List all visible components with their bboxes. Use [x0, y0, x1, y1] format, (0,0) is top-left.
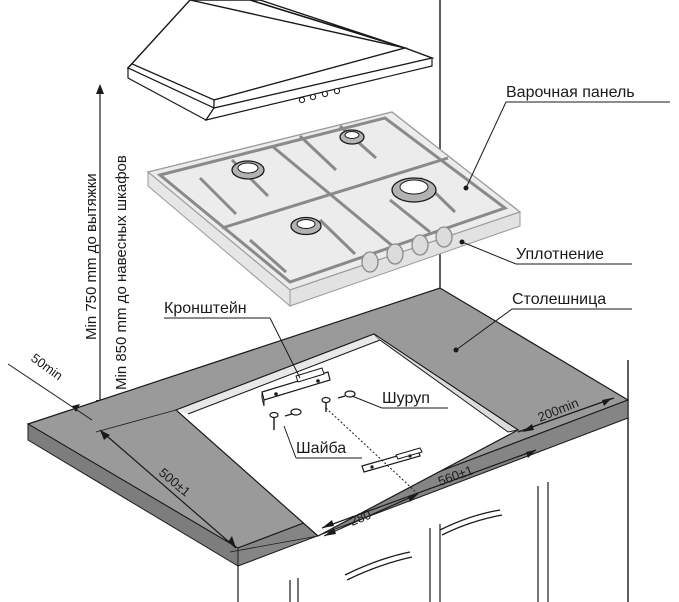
label-seal: Уплотнение — [516, 246, 604, 263]
callout-washer: Шайба — [283, 425, 362, 459]
mounting-bracket-front — [361, 447, 423, 473]
knob-1 — [361, 251, 379, 273]
knob-2 — [386, 243, 404, 265]
hood-clearance-text: Min 750 mm до вытяжки — [83, 173, 100, 340]
worktop — [26, 287, 630, 567]
callout-screw: Шуруп — [351, 390, 448, 409]
lower-cabinet — [237, 482, 549, 602]
washer-1 — [269, 411, 279, 419]
front-gap-text: 50min — [28, 350, 65, 383]
cabinet-handle-left — [344, 551, 411, 576]
callout-hob: Варочная панель — [463, 84, 670, 191]
knob-3 — [411, 234, 429, 256]
label-worktop: Столешница — [512, 291, 606, 308]
cabinet-handle-right — [439, 509, 501, 531]
callout-seal: Уплотнение — [459, 239, 632, 265]
control-knobs — [361, 226, 453, 273]
screw-1 — [290, 408, 302, 416]
mounting-bracket-rear — [261, 367, 331, 407]
label-washer: Шайба — [296, 440, 346, 457]
hood-control-buttons — [298, 87, 341, 104]
label-screw: Шуруп — [382, 390, 430, 407]
hob-top-plate — [146, 111, 522, 291]
callout-worktop: Столешница — [453, 291, 632, 353]
label-bracket: Кронштейн — [164, 300, 247, 317]
hob — [146, 111, 522, 308]
callout-bracket: Кронштейн — [164, 300, 301, 379]
screw-2 — [344, 390, 356, 398]
washer-2 — [321, 396, 331, 404]
label-hob: Варочная панель — [506, 84, 635, 101]
burners — [231, 129, 437, 236]
half-width-dimension: 280 — [323, 493, 419, 537]
cabinet-clearance-text: Min 850 mm до навесных шкафов — [113, 155, 130, 390]
range-hood — [126, 0, 435, 121]
vertical-clearance-dimension: Min 750 mm до вытяжки Min 850 mm до наве… — [83, 84, 130, 410]
screws — [284, 390, 356, 417]
knob-4 — [435, 226, 453, 248]
centre-dotted-line — [325, 407, 419, 495]
washers — [269, 396, 331, 430]
